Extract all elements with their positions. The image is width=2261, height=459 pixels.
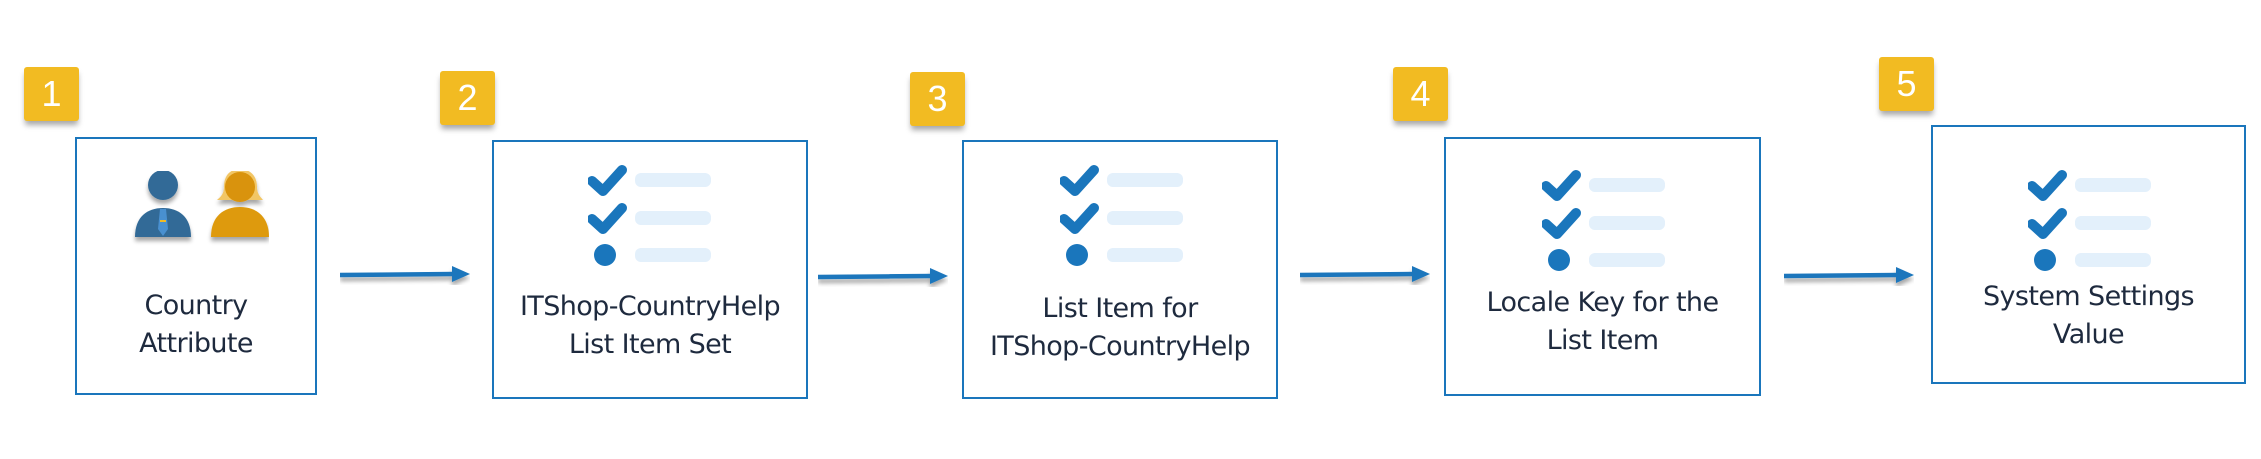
step-3-label-line-1: List Item for <box>1042 293 1198 324</box>
step-2-number-badge: 2 <box>440 71 495 125</box>
step-5-system-settings-box: System Settings Value <box>1931 125 2246 384</box>
step-5-label-line-2: Value <box>2052 319 2125 350</box>
arrow-right-icon <box>1300 265 1430 285</box>
step-2-label-line-2: List Item Set <box>568 329 732 360</box>
step-4-number-badge: 4 <box>1393 67 1448 121</box>
checklist-icon <box>588 162 713 267</box>
checklist-icon <box>2028 167 2153 272</box>
step-5-number-badge: 5 <box>1879 57 1934 111</box>
step-3-label: List Item for ITShop-CountryHelp <box>964 290 1276 366</box>
step-1-label: Country Attribute <box>77 287 315 363</box>
arrow-right-icon <box>818 267 948 287</box>
step-1-number-badge: 1 <box>24 67 79 121</box>
step-2-label-line-1: ITShop-CountryHelp <box>519 291 781 322</box>
step-2-label: ITShop-CountryHelp List Item Set <box>494 288 806 364</box>
step-1-label-line-1: Country <box>144 290 248 321</box>
step-1-label-line-2: Attribute <box>139 328 253 359</box>
step-3-list-item-box: List Item for ITShop-CountryHelp <box>962 140 1278 399</box>
step-5-label-line-1: System Settings <box>1982 281 2195 312</box>
step-4-label-line-2: List Item <box>1546 325 1659 356</box>
step-5-label: System Settings Value <box>1933 278 2244 354</box>
step-3-label-line-2: ITShop-CountryHelp <box>989 331 1251 362</box>
arrow-right-icon <box>340 265 470 285</box>
step-4-label-line-1: Locale Key for the <box>1486 287 1720 318</box>
step-4-locale-key-box: Locale Key for the List Item <box>1444 137 1761 396</box>
step-3-number-badge: 3 <box>910 72 965 126</box>
step-2-list-item-set-box: ITShop-CountryHelp List Item Set <box>492 140 808 399</box>
arrow-right-icon <box>1784 266 1914 286</box>
people-icon <box>135 171 269 237</box>
checklist-icon <box>1060 162 1185 267</box>
step-4-label: Locale Key for the List Item <box>1446 284 1759 360</box>
step-1-country-attribute-box: Country Attribute <box>75 137 317 395</box>
checklist-icon <box>1542 167 1667 272</box>
